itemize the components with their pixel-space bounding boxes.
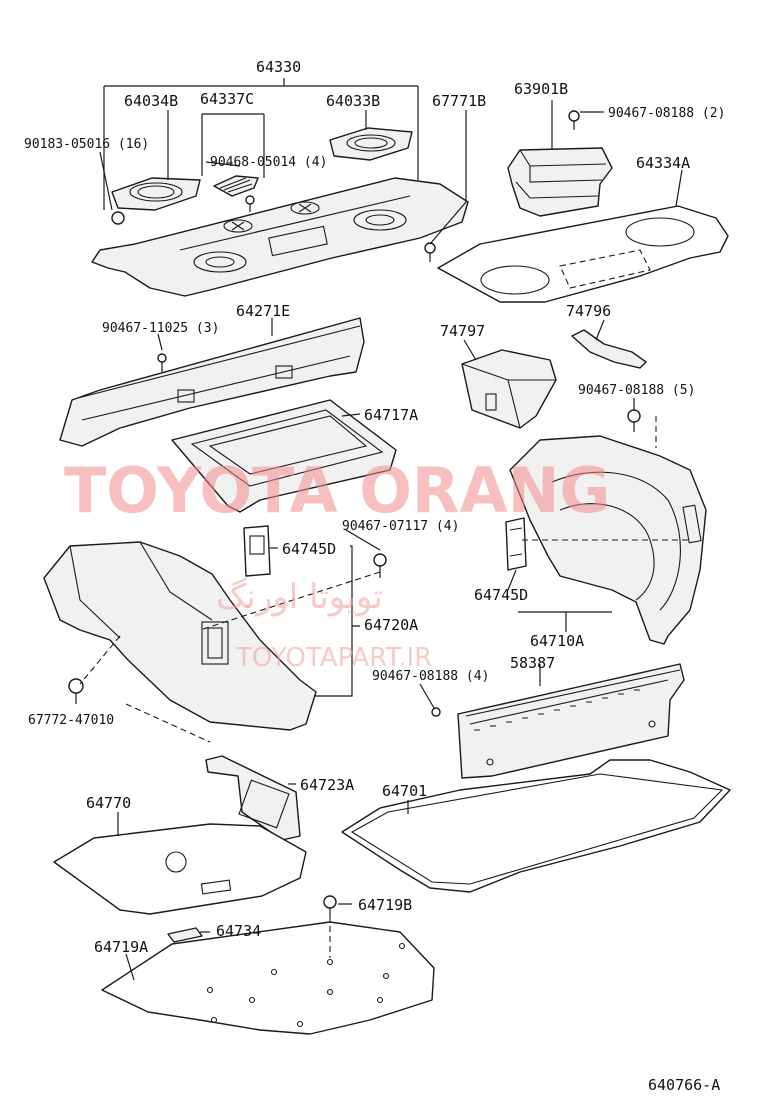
part-labels: 64330 64034B 64337C 64033B 67771B 63901B… [24, 58, 725, 1094]
speaker-grille-64034B [111, 177, 201, 211]
board-64719A [101, 921, 435, 1035]
label-64719B: 64719B [358, 896, 412, 914]
box-74797 [461, 349, 557, 429]
watermark: TOYOTA ORANG تویوتا اورنگ TOYOTAPART.IR [64, 454, 610, 673]
package-tray-trim-64334A [437, 205, 729, 303]
clip-74796 [571, 329, 647, 369]
label-67771B: 67771B [432, 92, 486, 110]
label-74796: 74796 [566, 302, 611, 320]
mat-64701 [341, 759, 731, 893]
clips-mid [68, 409, 641, 717]
label-64701: 64701 [382, 782, 427, 800]
clips-top [111, 110, 580, 262]
label-64745D-right: 64745D [474, 586, 528, 604]
side-trim-64720A [43, 541, 317, 731]
label-90183-05016: 90183-05016 (16) [24, 137, 149, 152]
label-64034B: 64034B [124, 92, 178, 110]
clip-64719B [323, 895, 337, 916]
grille-64337C [213, 175, 259, 197]
label-64723A: 64723A [300, 776, 354, 794]
label-90467-08188-5: 90467-08188 (5) [578, 383, 695, 398]
label-90467-08188-4: 90467-08188 (4) [372, 669, 489, 684]
mat-64770 [53, 823, 307, 915]
sill-plate-58387 [457, 663, 685, 779]
label-64745D-left: 64745D [282, 540, 336, 558]
label-64717A: 64717A [364, 406, 418, 424]
pad-64734 [167, 927, 203, 943]
duct-63901B [507, 147, 613, 217]
label-90467-07117: 90467-07117 (4) [342, 519, 459, 534]
label-64271E: 64271E [236, 302, 290, 320]
label-64337C: 64337C [200, 90, 254, 108]
label-90467-11025: 90467-11025 (3) [102, 321, 219, 336]
label-64033B: 64033B [326, 92, 380, 110]
watermark-brand: TOYOTA ORANG [64, 454, 610, 527]
leader-lines [79, 78, 690, 981]
label-64710A: 64710A [530, 632, 584, 650]
speaker-grille-64033B [329, 127, 413, 161]
label-67772-47010: 67772-47010 [28, 713, 114, 728]
label-74797: 74797 [440, 322, 485, 340]
watermark-site: TOYOTAPART.IR [235, 643, 432, 673]
label-90468-05014: 90468-05014 (4) [210, 155, 327, 170]
label-64734: 64734 [216, 922, 261, 940]
label-58387: 58387 [510, 654, 555, 672]
clip-64745D-left [243, 525, 271, 577]
label-64719A: 64719A [94, 938, 148, 956]
label-64330: 64330 [256, 58, 301, 76]
clip-64745D-right [505, 517, 527, 571]
label-90467-08188-2: 90467-08188 (2) [608, 106, 725, 121]
label-63901B: 63901B [514, 80, 568, 98]
package-tray-trim-64330 [91, 177, 469, 297]
tray-64717A [171, 399, 397, 513]
panel-64271E [59, 317, 365, 447]
label-64334A: 64334A [636, 154, 690, 172]
label-64720A: 64720A [364, 616, 418, 634]
label-diagram-number: 640766-A [648, 1076, 720, 1094]
label-64770: 64770 [86, 794, 131, 812]
watermark-persian: تویوتا اورنگ [216, 577, 383, 617]
